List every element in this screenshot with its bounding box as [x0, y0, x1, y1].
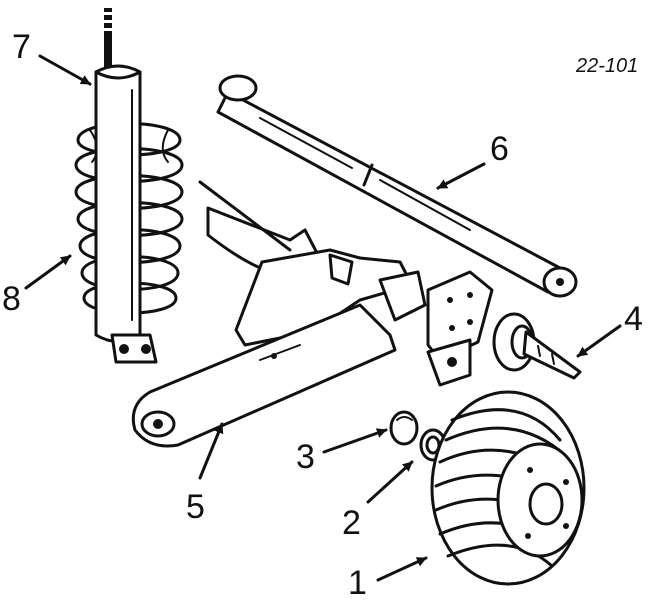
callout-label-8: 8 — [2, 280, 21, 318]
callout-8: 8 — [2, 254, 72, 318]
trailing-arm — [131, 180, 427, 448]
callout-6: 6 — [436, 130, 509, 190]
shock-absorber — [94, 8, 158, 364]
callout-label-4: 4 — [624, 300, 643, 338]
figure-code: 22-101 — [575, 55, 638, 77]
dust-cap — [389, 410, 419, 446]
callout-label-7: 7 — [12, 28, 31, 66]
callout-7: 7 — [12, 28, 92, 86]
track-bar — [216, 74, 578, 298]
callout-label-5: 5 — [186, 488, 205, 526]
spindle — [492, 312, 582, 380]
brake-drum — [430, 390, 586, 586]
callout-5: 5 — [186, 422, 224, 526]
callout-label-3: 3 — [296, 438, 315, 476]
callout-4: 4 — [576, 300, 643, 358]
callout-label-2: 2 — [342, 504, 361, 542]
backing-bracket — [426, 270, 494, 387]
callout-label-1: 1 — [348, 564, 367, 600]
callout-2: 2 — [342, 460, 414, 542]
callout-label-6: 6 — [490, 130, 509, 168]
callout-1: 1 — [348, 556, 428, 600]
callout-3: 3 — [296, 428, 388, 476]
